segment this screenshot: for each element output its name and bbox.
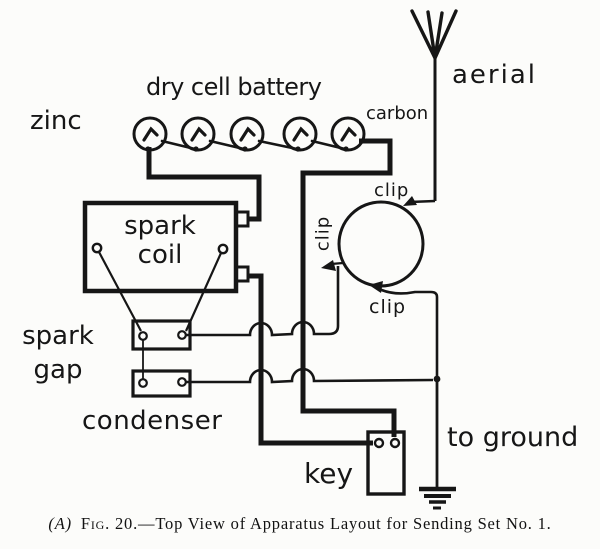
clip-bottom-label: clip	[369, 296, 407, 318]
battery-label: dry cell battery	[146, 73, 322, 101]
spark-coil-label: spark coil	[85, 212, 235, 270]
battery-cell	[330, 116, 366, 152]
condenser-terminal	[138, 378, 148, 388]
clip-arrow-tail	[330, 261, 344, 266]
spark-gap-label-line2: gap	[33, 355, 83, 385]
spark-coil-label-line1: spark	[124, 211, 196, 241]
key-box	[366, 430, 406, 496]
spark-gap-box	[131, 319, 192, 351]
figure-caption: (A) Fig. 20.—Top View of Apparatus Layout…	[0, 514, 600, 534]
spark-gap-label: spark gap	[12, 319, 104, 387]
to-ground-label: to ground	[447, 422, 579, 453]
secondary-leads	[98, 251, 223, 332]
wire-carbon-to-key	[300, 138, 397, 437]
ground-symbol-icon	[419, 486, 456, 510]
wire-coil-to-key	[248, 273, 373, 446]
ground-connection	[419, 375, 456, 510]
wire-gap-to-clip	[186, 266, 340, 337]
primary-wires	[146, 138, 397, 446]
coil-tab	[234, 265, 250, 283]
gap-terminal	[138, 331, 148, 341]
tuning-coil	[321, 196, 439, 378]
condenser-label: condenser	[82, 406, 223, 436]
aerial-label: aerial	[452, 60, 537, 90]
zinc-label: zinc	[30, 106, 82, 136]
dry-cell-battery	[132, 116, 366, 152]
clip-arrow-icon	[321, 260, 336, 271]
battery-cell-connectors	[160, 139, 347, 151]
coil-terminal	[217, 243, 229, 255]
coil-tab	[234, 210, 250, 228]
wire-clip-to-ground	[378, 287, 439, 378]
clip-top-label: clip	[374, 180, 410, 201]
caption-figure-number: Fig. 20.	[80, 514, 139, 533]
caption-title: —Top View of Apparatus Layout for Sendin…	[138, 514, 552, 533]
carbon-label: carbon	[366, 103, 429, 124]
battery-cell	[180, 116, 216, 152]
aerial-icon	[410, 9, 458, 201]
oscillation-wires	[186, 266, 434, 384]
coil-terminal	[91, 242, 103, 254]
caption-index: (A)	[48, 514, 72, 533]
gap-terminal	[177, 330, 187, 340]
condenser-terminal	[177, 377, 187, 387]
battery-cell	[282, 116, 318, 152]
spark-coil-label-line2: coil	[137, 240, 183, 270]
wire-zinc-to-coil	[146, 147, 262, 222]
key-terminal	[389, 437, 401, 449]
key-terminal	[373, 437, 385, 449]
spark-gap-label-line1: spark	[22, 321, 94, 351]
condenser-box	[131, 369, 192, 398]
clip-arrow-icon	[369, 281, 383, 293]
spark-coil-box	[82, 200, 250, 332]
wire-condenser-to-ground	[186, 367, 434, 384]
clip-left-label: clip	[312, 215, 334, 252]
clip-arrow-icon	[403, 196, 417, 206]
battery-cell	[132, 116, 168, 152]
key-label: key	[304, 457, 354, 490]
